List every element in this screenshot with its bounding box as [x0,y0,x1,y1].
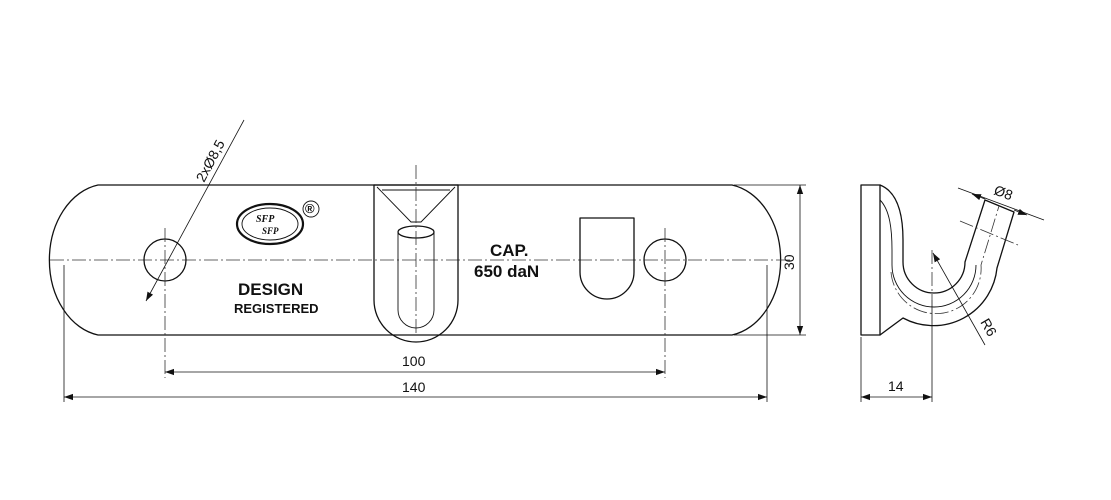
wire-diameter-callout: Ø8 [957,182,1045,221]
dimension-total-length: 140 [63,265,768,402]
capacity-text: CAP. [490,241,528,260]
logo-text: SFP [256,214,275,225]
front-view: SFP SFP ® DESIGN REGISTERED CAP. 650 daN… [48,119,806,402]
registered-text: REGISTERED [234,301,319,316]
dimension-hole-spacing: 100 [165,353,665,376]
dimension-140-label: 140 [402,379,426,395]
registered-mark: ® [305,201,315,216]
sfp-logo: SFP SFP ® [235,200,320,246]
hole-diameter-label: 2xØ8,5 [193,137,228,185]
capacity-value: 650 daN [474,262,539,281]
logo-text-2: SFP [262,226,279,236]
label-cutout [579,217,635,300]
wire-diameter-label: Ø8 [992,182,1015,203]
dimension-30-label: 30 [781,254,797,270]
dimension-height: 30 [734,184,806,336]
side-view: Ø8 R6 14 [860,182,1045,402]
plate-outline [48,184,782,336]
dimension-hook-depth: 14 [860,300,933,402]
bend-radius-callout: R6 [932,252,1000,346]
hole-diameter-callout: 2xØ8,5 [145,119,245,302]
side-plate [860,184,881,336]
bend-radius-label: R6 [977,316,1000,340]
dimension-100-label: 100 [402,353,426,369]
design-text: DESIGN [238,280,303,299]
hook-profile [879,184,1015,336]
dimension-14-label: 14 [888,378,904,394]
hook-slot [373,165,459,343]
